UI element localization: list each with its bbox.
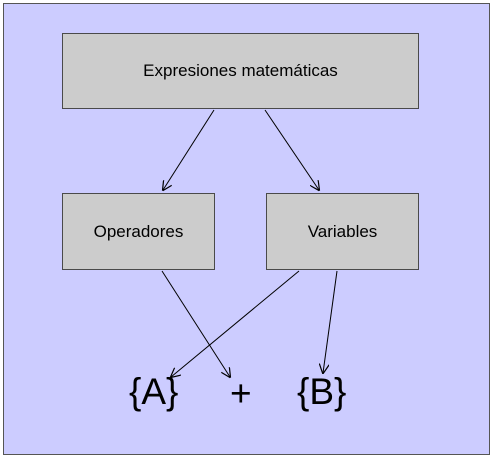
- symbol-a: {A}: [129, 371, 179, 412]
- symbol-plus: +: [230, 373, 252, 414]
- node-variables: Variables: [266, 193, 419, 270]
- symbol-b: {B}: [297, 371, 347, 412]
- node-operadores: Operadores: [62, 193, 215, 270]
- node-expresiones-matematicas: Expresiones matemáticas: [62, 33, 419, 109]
